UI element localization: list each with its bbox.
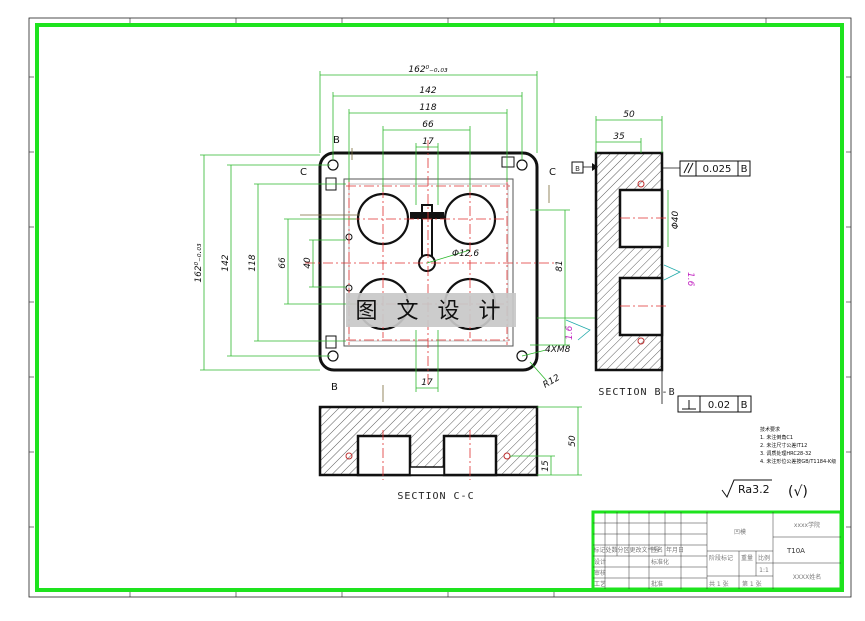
tb-role-check: 审核 [594,569,606,577]
section-mark-b-bottom: B [331,382,338,393]
thread-callout: 4XM8 [545,345,571,355]
radius-callout: R12 [542,373,563,391]
bb-dim-35: 35 [613,132,625,142]
pocket-outline [343,178,514,347]
section-bb-cavity-bottom [618,276,664,337]
dim-17-h: 17 [422,137,434,147]
section-bb-label: SECTION B-B [598,387,675,398]
tb-rev-h-3: 更改文件号 [630,546,660,554]
tb-designer: XXXX姓名 [793,573,821,581]
pocket-inner [348,183,509,342]
tb-sheet-total: 共 1 张 [709,580,729,588]
dim-142-v: 142 [221,254,231,271]
top-view [305,140,555,385]
parallel-fcf [679,160,751,177]
note-line-1: 1. 未注倒角C1 [760,434,793,441]
datum-b-box [571,161,584,174]
parallel-tol-value: 0.025 [703,164,732,175]
dim-142-h: 142 [419,86,436,96]
tb-role-approve: 批准 [651,580,663,588]
tb-rev-h-5: 年月日 [666,546,684,554]
tb-h-scale: 比例 [758,554,770,562]
tb-material: T10A [786,547,805,555]
outer-frame [28,17,852,598]
inner-border [35,23,844,592]
note-line-3: 3. 调质处理HRC28-32 [760,450,811,457]
surface-finish-other: (√) [788,484,808,500]
tb-rev-h-4: 签名 [651,546,663,554]
section-cc-view [318,405,582,480]
zone-ticks [29,18,851,597]
cross-slot [410,212,444,219]
watermark-text: 图 文 设 计 [356,299,507,324]
dim-162-h: 162⁰₋₀.₀₃ [408,65,448,75]
section-bb-view [571,116,752,413]
surface-finish-value: Ra3.2 [738,483,770,496]
section-bb-cavity-top [618,188,664,249]
bb-dim-50: 50 [623,110,635,120]
perp-tol-value: 0.02 [708,400,730,411]
section-cc-label: SECTION C-C [397,491,474,502]
dim-66-h: 66 [422,120,434,130]
perp-datum: B [741,400,748,411]
tb-role-design: 设计 [594,558,606,566]
section-bb-body [594,151,664,372]
section-cc-body [318,405,539,477]
title-block: 标记 处数 分区 更改文件号 签名 年月日 设计 标准化 审核 工艺 批准 凹模… [591,510,843,591]
tb-role-standard: 标准化 [651,558,669,566]
section-cc-cavity-left [356,434,412,477]
tb-rev-h-0: 标记 [594,546,606,554]
dim-40-v: 40 [303,257,313,269]
dim-17-bottom: 17 [421,378,433,388]
section-mark-b-top: B [333,135,340,146]
tb-scale-value: 1:1 [759,567,769,574]
lug-top-right [501,156,515,168]
notes-heading: 技术要求 [760,426,780,433]
surface-finish-symbol [721,479,772,499]
datum-b-letter: B [575,165,580,173]
note-line-2: 2. 未注尺寸公差IT12 [760,442,807,449]
parallel-datum: B [741,164,748,175]
dim-66-v: 66 [278,257,288,269]
dim-118-h: 118 [419,103,436,113]
corner-hole-br [516,350,528,362]
perpendicular-fcf [677,395,752,413]
lug-left-bottom [325,335,337,349]
tb-school: xxxx学院 [794,521,820,529]
dim-118-v: 118 [248,254,258,271]
tb-role-process: 工艺 [594,580,606,588]
cc-dim-15: 15 [541,460,551,472]
tb-part-name: 凹模 [734,528,746,536]
tb-h-stage: 阶段标记 [709,554,733,562]
technical-notes: 技术要求 1. 未注倒角C1 2. 未注尺寸公差IT12 3. 调质处理HRC2… [760,426,836,465]
corner-hole-tr [516,159,528,171]
tb-sheet-no: 第 1 张 [742,580,762,588]
bb-dim-phi40: Φ40 [671,210,681,229]
tb-rev-h-1: 处数 [606,546,618,554]
tb-h-weight: 重量 [741,554,753,562]
dim-81: 81 [555,260,565,271]
bb-roughness: 1.6 [685,272,695,287]
top-view-dimensions [200,71,595,402]
note-line-4: 4. 未注形位公差按GB/T1184-K级 [760,458,836,465]
cc-dim-50: 50 [568,435,578,447]
dim-162-v: 162⁰₋₀.₀₃ [194,243,204,283]
roughness-top-view: 1.6 [565,325,575,340]
watermark-box [346,293,516,327]
plate-outline [318,151,539,372]
section-mark-c-right: C [549,167,556,178]
hole-callout: Φ12.6 [452,249,479,259]
tb-rev-h-2: 分区 [618,546,630,554]
section-mark-c-left: C [300,167,307,178]
